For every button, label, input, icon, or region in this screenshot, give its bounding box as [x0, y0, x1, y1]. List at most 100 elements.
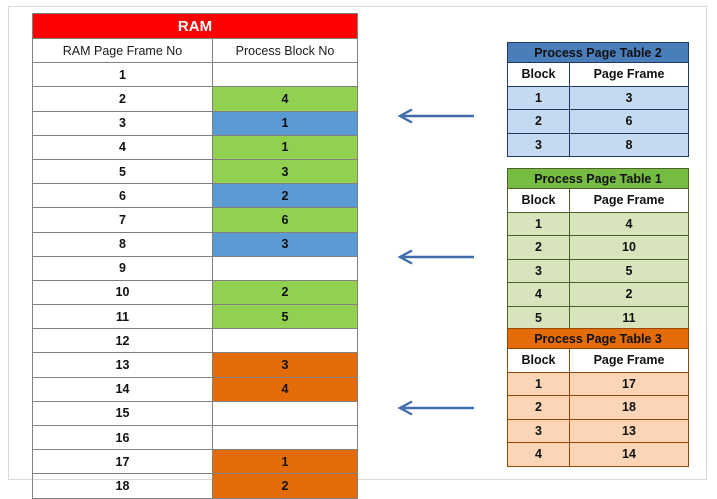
page-table-3-title: Process Page Table 3: [507, 328, 689, 349]
page-table-1-title: Process Page Table 1: [507, 168, 689, 189]
ram-frame-number-cell: 11: [32, 305, 213, 330]
page-table-1-column-frame: Page Frame: [570, 189, 689, 213]
ram-frame-number-cell: 5: [32, 159, 213, 185]
arrow-left-icon-to-page-table-3: [397, 400, 474, 416]
ram-process-block-cell: 3: [213, 353, 358, 378]
ram-frame-number-cell: 7: [32, 208, 213, 233]
ram-process-block-cell: 1: [213, 450, 358, 475]
page-table-3-header-row: Block Page Frame: [507, 349, 689, 373]
ram-process-block-cell: 1: [213, 111, 358, 136]
page-table-2-column-frame: Page Frame: [570, 63, 689, 87]
ram-process-block-cell: [213, 401, 358, 426]
ram-frame-number-cell: 18: [32, 474, 213, 499]
page-table-block-cell: 1: [507, 212, 570, 236]
ram-frame-number-cell: 15: [32, 401, 213, 426]
ram-frame-number-cell: 14: [32, 377, 213, 402]
ram-frame-number-cell: 4: [32, 135, 213, 160]
ram-process-block-cell: [213, 426, 358, 451]
page-table-1-header-row: Block Page Frame: [507, 189, 689, 213]
ram-table-row: 15: [32, 401, 358, 426]
ram-column-header-block: Process Block No: [213, 39, 358, 64]
ram-table-title: RAM: [32, 13, 358, 39]
ram-frame-number-cell: 13: [32, 353, 213, 378]
page-table-frame-cell: 2: [570, 283, 689, 307]
ram-table-row: 12: [32, 329, 358, 354]
page-table-block-cell: 5: [507, 306, 570, 330]
ram-table: RAM RAM Page Frame No Process Block No 1…: [32, 13, 358, 499]
page-table-block-cell: 3: [507, 259, 570, 283]
page-table-block-cell: 2: [507, 110, 570, 134]
ram-process-block-cell: [213, 329, 358, 354]
ram-frame-number-cell: 3: [32, 111, 213, 136]
diagram-canvas: RAM RAM Page Frame No Process Block No 1…: [8, 6, 707, 499]
ram-frame-number-cell: 10: [32, 280, 213, 306]
page-table-frame-cell: 10: [570, 236, 689, 260]
page-table-block-cell: 1: [507, 86, 570, 110]
page-table-frame-cell: 18: [570, 396, 689, 420]
page-table-frame-cell: 5: [570, 259, 689, 283]
ram-table-row: 1: [32, 63, 358, 88]
page-table-block-cell: 2: [507, 236, 570, 260]
page-table-frame-cell: 8: [570, 133, 689, 157]
page-table-frame-cell: 4: [570, 212, 689, 236]
ram-process-block-cell: [213, 63, 358, 88]
arrow-left-icon-to-page-table-2: [397, 108, 474, 124]
page-table-3-column-block: Block: [507, 349, 570, 373]
page-table-block-cell: 2: [507, 396, 570, 420]
page-table-1-column-block: Block: [507, 189, 570, 213]
ram-process-block-cell: [213, 256, 358, 281]
ram-process-block-cell: 6: [213, 208, 358, 233]
page-table-3-column-frame: Page Frame: [570, 349, 689, 373]
ram-frame-number-cell: 12: [32, 329, 213, 354]
ram-process-block-cell: 4: [213, 87, 358, 112]
ram-column-header-frame: RAM Page Frame No: [32, 39, 213, 64]
ram-process-block-cell: 3: [213, 232, 358, 257]
page-table-frame-cell: 14: [570, 443, 689, 467]
ram-process-block-cell: 2: [213, 184, 358, 209]
ram-frame-number-cell: 2: [32, 87, 213, 112]
page-table-block-cell: 3: [507, 419, 570, 443]
page-table-block-cell: 4: [507, 283, 570, 307]
page-table-2-column-block: Block: [507, 63, 570, 87]
page-table-2-header-row: Block Page Frame: [507, 63, 689, 87]
ram-frame-number-cell: 1: [32, 63, 213, 88]
page-table-block-cell: 3: [507, 133, 570, 157]
page-table-frame-cell: 11: [570, 306, 689, 330]
ram-frame-number-cell: 17: [32, 450, 213, 475]
ram-process-block-cell: 2: [213, 280, 358, 306]
page-table-frame-cell: 13: [570, 419, 689, 443]
ram-process-block-cell: 3: [213, 159, 358, 185]
page-table-frame-cell: 3: [570, 86, 689, 110]
page-table-block-cell: 1: [507, 372, 570, 396]
ram-frame-number-cell: 16: [32, 426, 213, 451]
page-table-frame-cell: 6: [570, 110, 689, 134]
page-table-block-cell: 4: [507, 443, 570, 467]
ram-table-row: 9: [32, 256, 358, 281]
